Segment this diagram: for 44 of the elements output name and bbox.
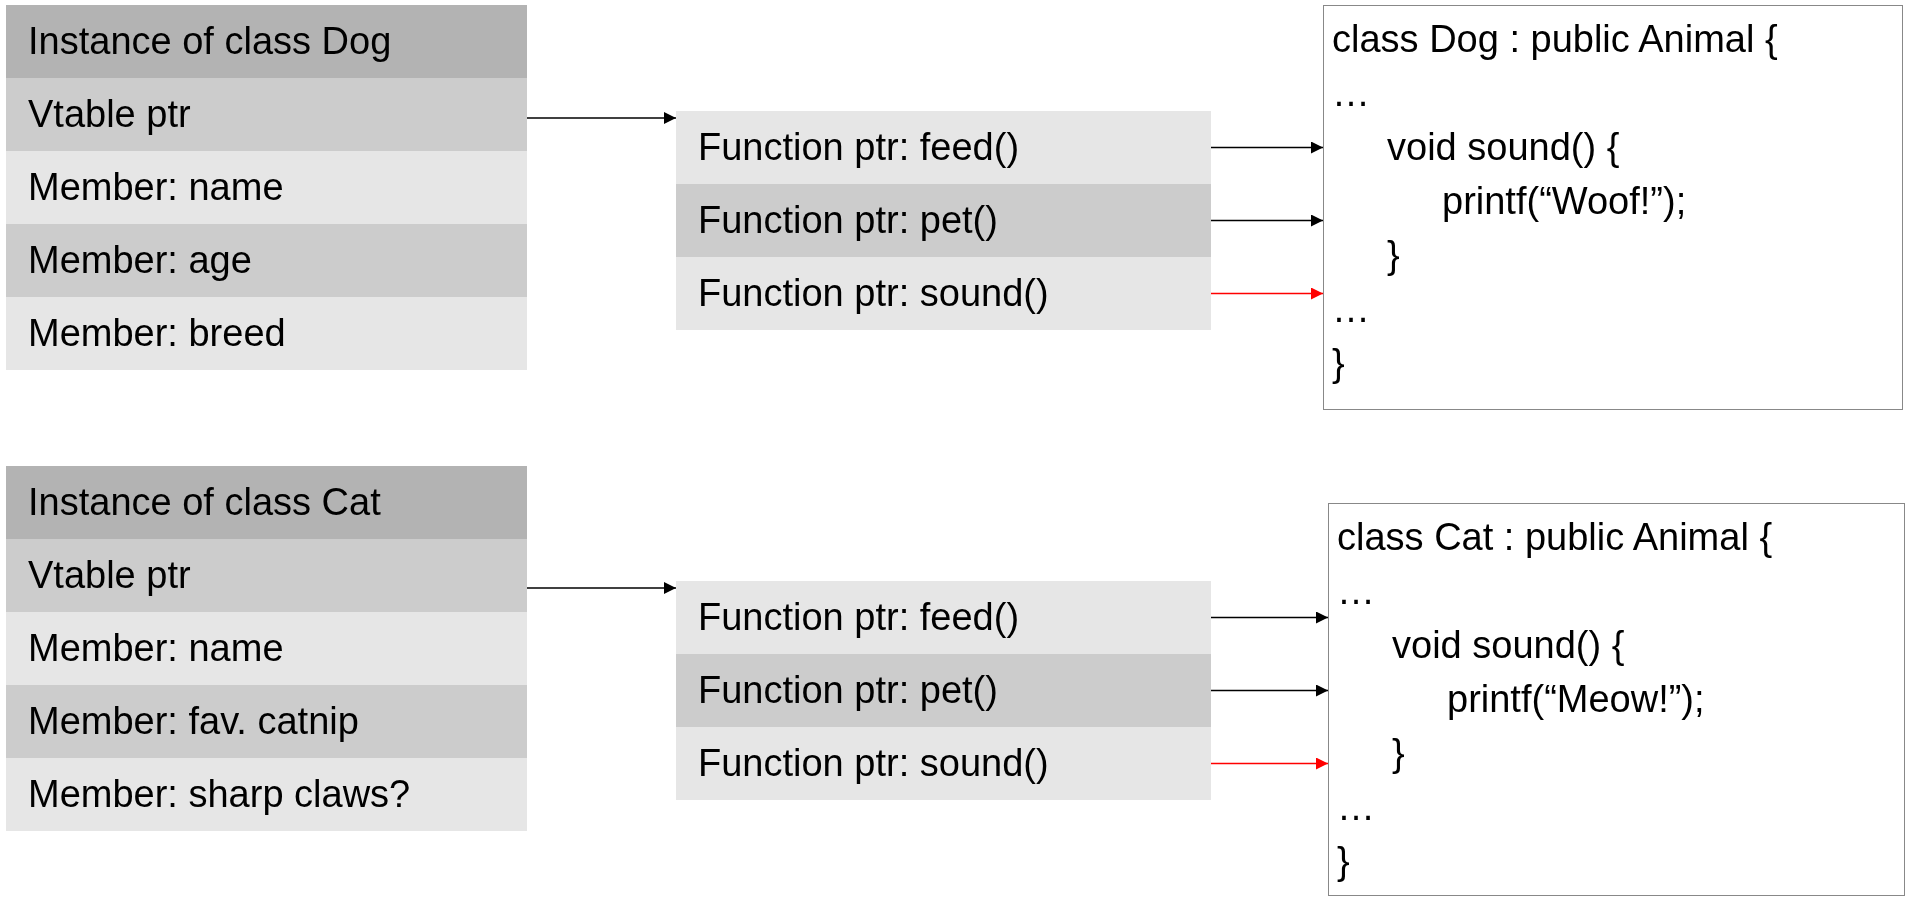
arrow <box>1210 684 1329 697</box>
arrow <box>526 582 677 594</box>
instance-table <box>6 466 527 831</box>
table-row: Member: age <box>6 224 527 297</box>
code-line: … <box>1332 287 1371 332</box>
table-title: Instance of class Cat <box>28 480 381 525</box>
table-row: Member: name <box>6 612 527 685</box>
code-line: printf(“Meow!”); <box>1446 677 1706 722</box>
code-line: class Cat : public Animal { <box>1337 515 1774 560</box>
code-line: } <box>1332 341 1346 386</box>
table-row: Function ptr: pet() <box>676 654 1211 727</box>
code-line: class Dog : public Animal { <box>1332 17 1779 62</box>
arrow <box>1210 214 1324 227</box>
table-row: Member: breed <box>6 297 527 370</box>
table-row: Member: fav. catnip <box>6 685 527 758</box>
table-row: Vtable ptr <box>6 78 527 151</box>
table-row: Vtable ptr <box>6 539 527 612</box>
arrow <box>1210 141 1324 154</box>
arrow <box>1210 287 1324 300</box>
code-line: } <box>1337 839 1351 884</box>
arrow <box>1210 611 1329 624</box>
table-row: Function ptr: sound() <box>676 257 1211 330</box>
code-box <box>1328 503 1905 896</box>
code-line: } <box>1386 233 1401 278</box>
arrow <box>1210 757 1329 770</box>
code-line: void sound() { <box>1386 125 1621 170</box>
code-line: … <box>1337 785 1376 830</box>
table-row: Function ptr: feed() <box>676 111 1211 184</box>
table-row: Function ptr: sound() <box>676 727 1211 800</box>
code-line: … <box>1332 71 1371 116</box>
vtable-box <box>676 111 1211 330</box>
code-line: printf(“Woof!”); <box>1441 179 1688 224</box>
code-line: void sound() { <box>1391 623 1626 668</box>
table-row: Function ptr: pet() <box>676 184 1211 257</box>
table-row: Member: name <box>6 151 527 224</box>
code-box <box>1323 5 1903 410</box>
table-row: Function ptr: feed() <box>676 581 1211 654</box>
vtable-box <box>676 581 1211 800</box>
arrow <box>526 112 677 124</box>
table-row: Member: sharp claws? <box>6 758 527 831</box>
instance-table <box>6 5 527 370</box>
code-line: … <box>1337 569 1376 614</box>
code-line: } <box>1391 731 1406 776</box>
table-title: Instance of class Dog <box>28 19 392 64</box>
